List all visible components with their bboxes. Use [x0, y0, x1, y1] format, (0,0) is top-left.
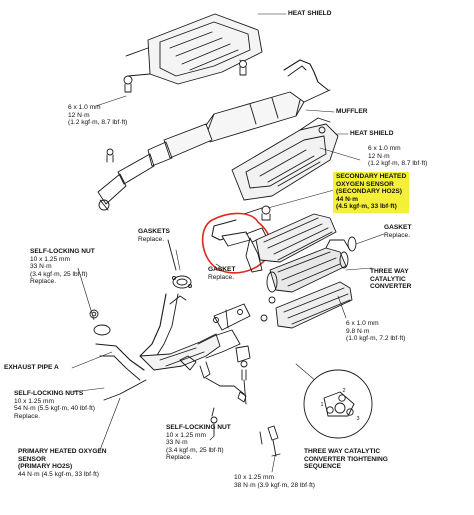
- self-locking-nut-left-label: SELF-LOCKING NUT 10 x 1.25 mm 33 N·m (3.…: [30, 248, 95, 286]
- bolt-bottom-label: 10 x 1.25 mm 38 N·m (3.9 kgf·m, 28 lbf·f…: [234, 474, 315, 489]
- converter-lower-part: [260, 281, 353, 329]
- self-locking-nuts-left-label: SELF-LOCKING NUTS 10 x 1.25 mm 54 N·m (5…: [14, 390, 95, 420]
- three-way-catalytic-converter-part: [266, 239, 351, 293]
- primary-ho2s-label: PRIMARY HEATED OXYGEN SENSOR (PRIMARY HO…: [18, 448, 107, 478]
- gasket-mid-label: GASKET Replace.: [208, 266, 236, 281]
- muffler-part: [97, 59, 331, 211]
- gasket-right-label: GASKET Replace.: [384, 224, 412, 239]
- fastener-muffler: [106, 148, 114, 163]
- heat-shield-top-part: [125, 13, 263, 85]
- gaskets-upper-part: [167, 239, 192, 289]
- sequence-number-1: 1: [320, 402, 323, 408]
- exhaust-pipe-a-label: EXHAUST PIPE A: [4, 364, 59, 371]
- secondary-ho2s-label: SECONDARY HEATED OXYGEN SENSOR (SECONDAR…: [333, 172, 410, 213]
- exhaust-gasket-ring: [93, 324, 111, 336]
- primary-ho2s-part: [199, 361, 247, 403]
- three-way-catalytic-converter-label: THREE WAY CATALYTIC CONVERTER: [370, 268, 412, 291]
- heat-shield-mid-label: HEAT SHIELD: [350, 130, 394, 137]
- tightening-sequence-label: THREE WAY CATALYTIC CONVERTER TIGHTENING…: [304, 448, 388, 471]
- fastener-cat-label: 6 x 1.0 mm 9.8 N·m (1.0 kgf·m, 7.2 lbf·f…: [346, 320, 406, 343]
- leader-lines: [71, 13, 385, 473]
- gasket-right-part: [347, 236, 357, 252]
- fastener-top-right: [239, 60, 247, 76]
- self-locking-nut-center-label: SELF-LOCKING NUT 10 x 1.25 mm 33 N·m (3.…: [166, 424, 231, 462]
- hanger-part: [235, 345, 251, 405]
- fastener-top-left-label: 6 x 1.0 mm 12 N·m (1.2 kgf·m, 8.7 lbf·ft…: [68, 104, 128, 127]
- exhaust-pipe-a-part: [95, 293, 251, 401]
- fastener-top-left: [123, 75, 133, 93]
- sequence-number-3: 3: [356, 416, 359, 422]
- tightening-sequence-callout: [295, 363, 373, 439]
- muffler-label: MUFFLER: [336, 108, 368, 115]
- bolt-bottom-part: [259, 425, 281, 457]
- fastener-mid-right-label: 6 x 1.0 mm 12 N·m (1.2 kgf·m, 8.7 lbf·ft…: [368, 145, 428, 168]
- heat-shield-top-label: HEAT SHIELD: [288, 10, 332, 17]
- sequence-number-2: 2: [342, 388, 345, 394]
- heat-shield-mid-part: [231, 117, 339, 221]
- gaskets-upper-label: GASKETS Replace.: [138, 228, 170, 243]
- converter-upper-part: [245, 213, 337, 273]
- self-locking-nut-center-part: [210, 407, 218, 437]
